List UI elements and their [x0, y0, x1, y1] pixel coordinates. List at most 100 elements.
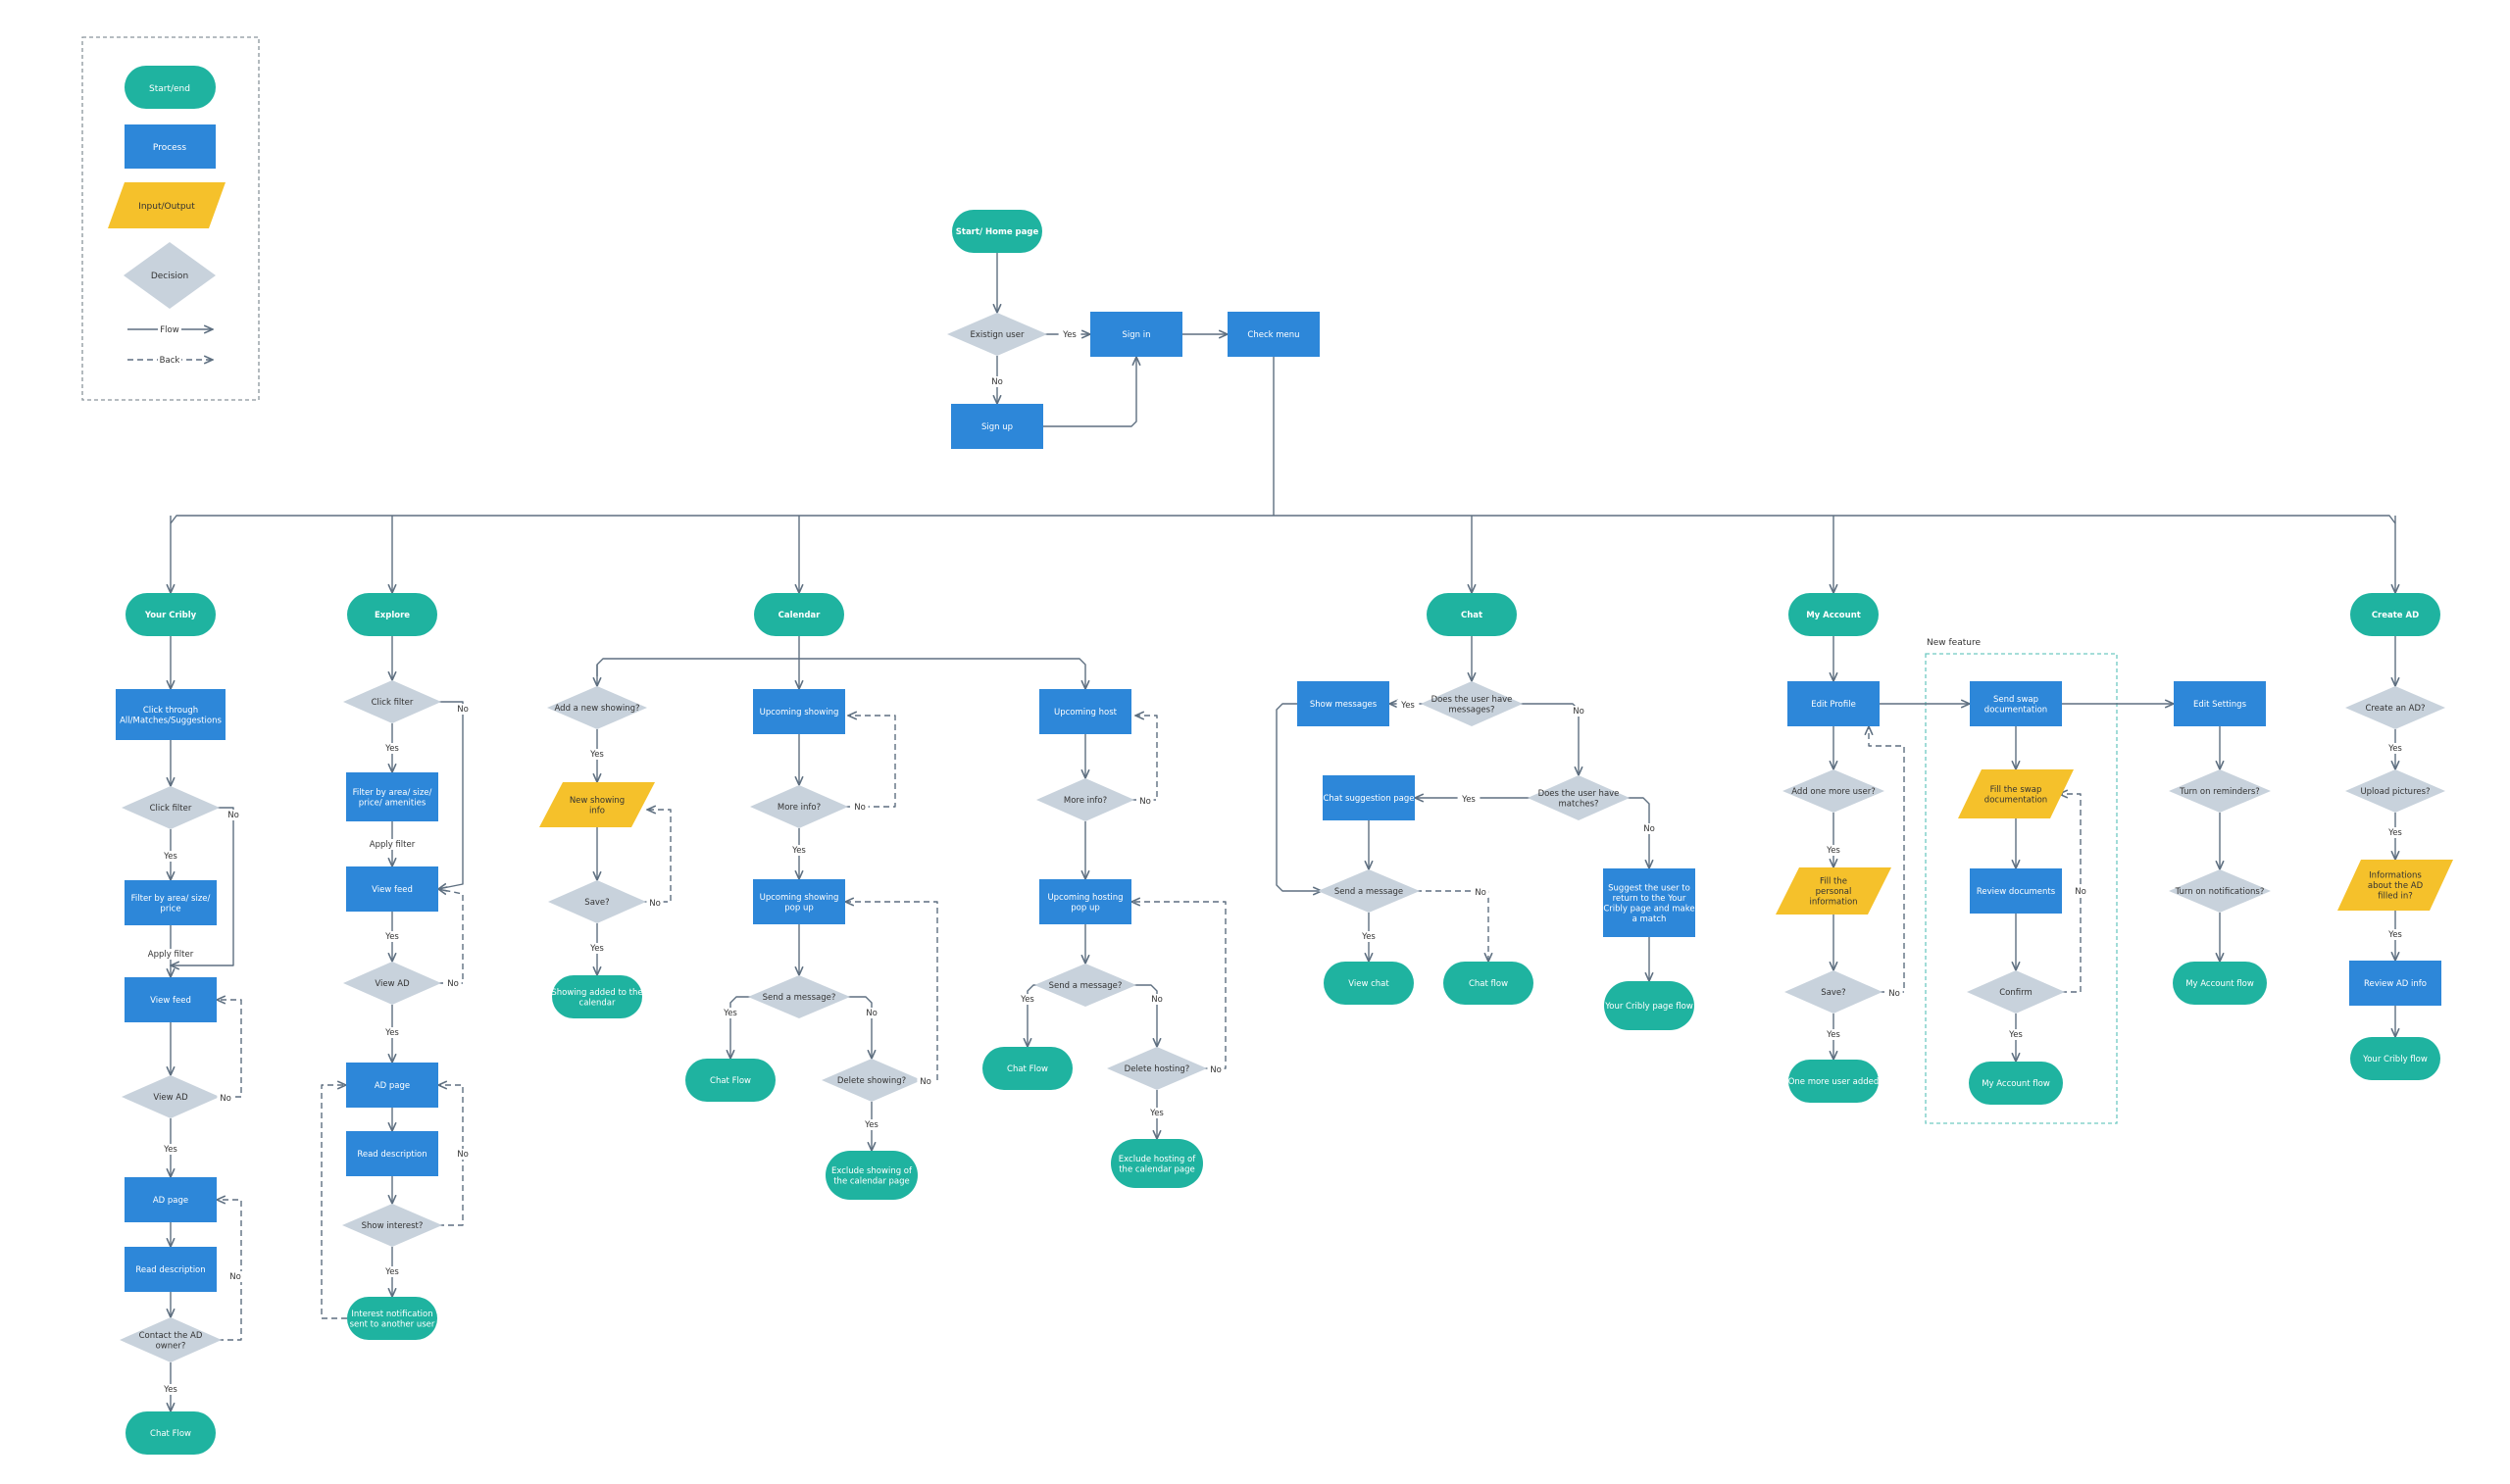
node-label: Chat Flow [710, 1076, 751, 1086]
legend-flow-label: Flow [160, 325, 178, 335]
terminal-shape [982, 1047, 1073, 1090]
node-yc: Your Cribly [126, 593, 216, 636]
connector [437, 889, 464, 984]
node-signin: Sign in [1090, 312, 1182, 357]
decision-shape [1107, 1047, 1207, 1090]
edge-label-no: No [991, 377, 1003, 387]
node-label: Upcoming host [1054, 708, 1118, 717]
node-cal: Calendar [754, 593, 844, 636]
node-label: Turn on notifications? [2175, 887, 2265, 897]
node-label: View feed [372, 885, 413, 895]
node-acc: My Account [1788, 593, 1879, 636]
edge-label-no: No [1573, 707, 1584, 717]
node-label: Chat suggestion page [1323, 794, 1414, 804]
node-label: Show interest? [362, 1221, 424, 1231]
io-shape [1776, 867, 1891, 915]
edge-label-yes: Yes [163, 1385, 177, 1395]
decision-shape [1967, 970, 2065, 1014]
node-ac-save: Save? [1784, 970, 1882, 1014]
edge-label-bg [1457, 794, 1481, 805]
edge-label-bg [1472, 887, 1489, 898]
decision-shape [1782, 769, 1884, 813]
connector [1519, 703, 1579, 775]
edge-label-bg [1396, 700, 1420, 711]
node-ac-confirm: Confirm [1967, 970, 2065, 1014]
edge-label-no: No [649, 899, 661, 909]
connectors [171, 253, 2395, 1411]
process-shape [1090, 312, 1182, 357]
terminal-shape [2350, 1037, 2440, 1080]
io-shape [1958, 769, 2074, 818]
edge-label-yes: Yes [384, 1028, 399, 1038]
node-ac-settings: Edit Settings [2174, 681, 2266, 726]
node-chat: Chat [1427, 593, 1517, 636]
node-ac-addmore: Add one more user? [1782, 769, 1884, 813]
edge-label-yes: Yes [1461, 795, 1476, 805]
node-yc-chat: Chat Flow [126, 1411, 216, 1455]
decision-shape [1784, 970, 1882, 1014]
legend-start-end-label: Start/end [149, 84, 190, 94]
node-label: Chat flow [1469, 979, 1508, 989]
edge-label-yes: Yes [163, 1145, 177, 1155]
decision-shape [1036, 778, 1134, 821]
edge-label-bg [1570, 706, 1587, 717]
edge-label-no: No [854, 803, 866, 813]
process-shape [1297, 681, 1389, 726]
connector [321, 1085, 347, 1319]
edge-label-bg [1058, 329, 1081, 340]
process-shape [125, 977, 217, 1022]
edge-label-no: No [1475, 888, 1486, 898]
terminal-shape [826, 1151, 918, 1200]
node-label: Send a message? [763, 993, 836, 1003]
edge-label-no: No [1888, 989, 1900, 999]
io-shape [2337, 860, 2453, 911]
terminal-shape [2350, 593, 2440, 636]
node-cal-uphost: Upcoming host [1039, 689, 1131, 734]
process-shape [1039, 879, 1131, 924]
node-cr-review: Review AD info [2349, 961, 2441, 1006]
node-signup: Sign up [951, 404, 1043, 449]
edge-label-no: No [227, 811, 239, 820]
legend-border [81, 36, 260, 401]
node-ch-showmsg: Show messages [1297, 681, 1389, 726]
legend-flow-label-bg [158, 323, 181, 335]
node-label: Send a message [1334, 887, 1403, 897]
connector [642, 810, 672, 903]
decision-shape [1528, 775, 1630, 820]
edge-label-yes: Yes [163, 852, 177, 862]
process-shape [125, 1247, 217, 1292]
legend-io-shape [108, 182, 226, 228]
edge-label-no: No [457, 1150, 469, 1160]
node-ex-adpage: AD page [346, 1063, 438, 1108]
node-label: Click filter [150, 804, 192, 814]
node-label: Calendar [778, 611, 822, 620]
edge-label-no: No [457, 705, 469, 715]
edge-label-yes: Yes [791, 846, 806, 856]
legend-process-label: Process [153, 143, 186, 153]
node-ac-notif: Turn on notifications? [2169, 869, 2271, 913]
edge-label-yes: Yes [1020, 995, 1034, 1005]
node-label: Upload pictures? [2360, 787, 2430, 797]
process-shape [125, 1177, 217, 1222]
edge-label-bg [585, 749, 609, 760]
node-label: Edit Profile [1811, 700, 1856, 710]
edge-label-bg [380, 931, 404, 942]
terminal-shape [2173, 962, 2267, 1005]
node-existing: Existign user [947, 313, 1047, 356]
node-label: AD page [375, 1081, 410, 1091]
decision-shape [122, 1075, 220, 1118]
edge-label-bg [226, 1271, 244, 1282]
process-shape [1970, 868, 2062, 914]
